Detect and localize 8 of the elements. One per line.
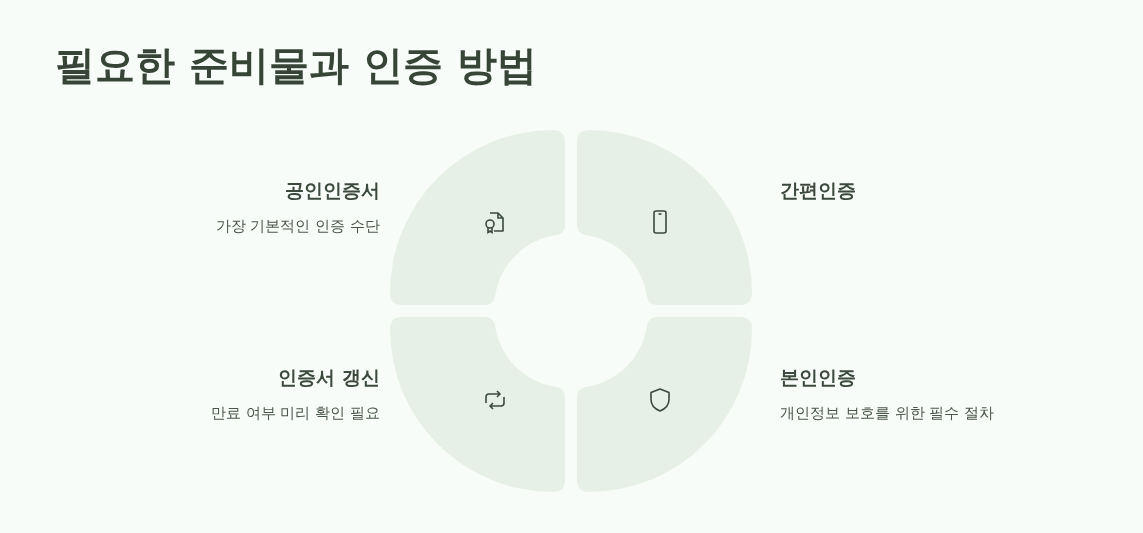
heading: 본인인증 — [780, 365, 856, 390]
description: 가장 기본적인 인증 수단 — [215, 217, 380, 236]
title: 필요한 준비물과 인증 방법 — [55, 41, 537, 90]
description: 만료 여부 미리 확인 필요 — [210, 404, 380, 423]
heading: 인증서 갱신 — [278, 365, 380, 390]
description: 개인정보 보호를 위한 필수 절차 — [780, 404, 995, 423]
heading: 간편인증 — [780, 178, 856, 203]
heading: 공인인증서 — [285, 178, 380, 203]
